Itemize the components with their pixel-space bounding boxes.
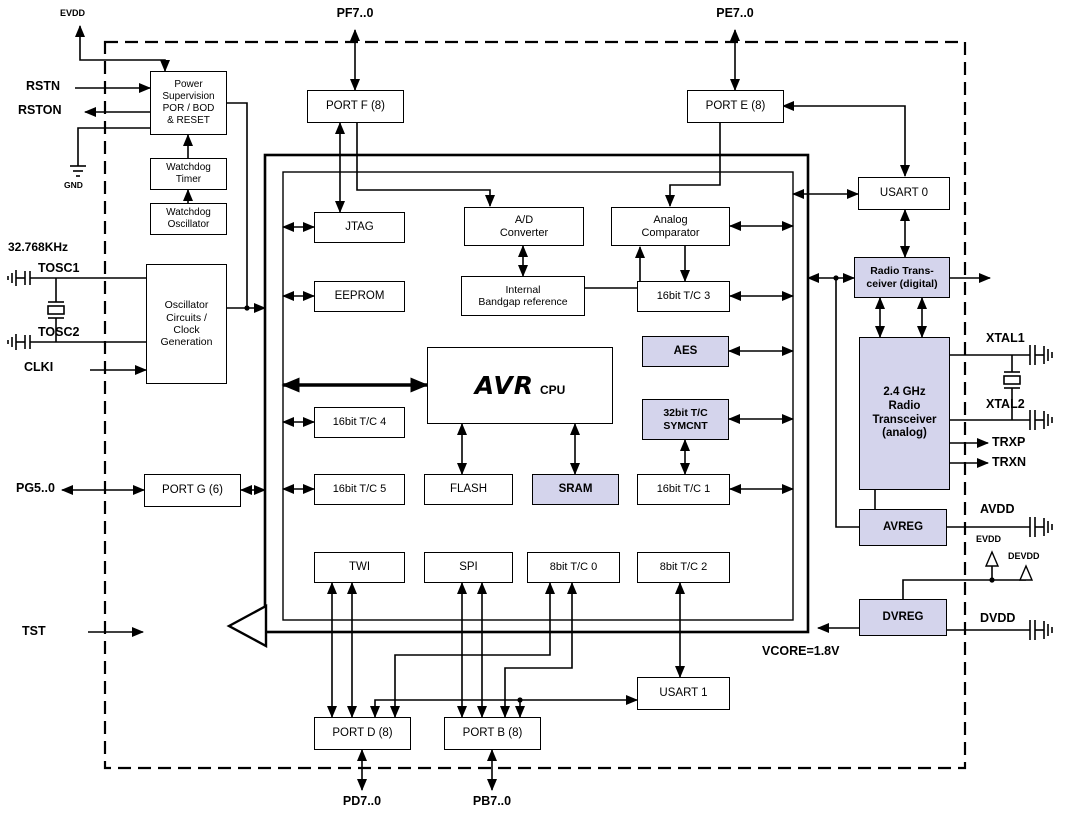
block-power-supervision: Power Supervision POR / BOD & RESET [150,71,227,135]
pin-label-rstn: RSTN [26,79,61,93]
pin-label-xtal2: XTAL2 [986,397,1025,411]
system-boundary-dashed [103,40,967,770]
pin-label-evdd-right: EVDD [976,534,1002,544]
pin-label-pd7-0: PD7..0 [342,794,382,808]
pin-label-clki: CLKI [24,360,54,374]
block-port-f: PORT F (8) [307,90,404,123]
capacitor-ground-tosc1-icon [7,270,31,286]
block-timer-counter-5: 16bit T/C 5 [314,474,405,505]
block-radio-transceiver-analog: 2.4 GHz Radio Transceiver (analog) [859,337,950,490]
block-watchdog-oscillator: Watchdog Oscillator [150,203,227,235]
junction-dots [244,275,995,703]
data-bus-arrow-icon [226,603,268,649]
block-flash: FLASH [424,474,513,505]
block-eeprom: EEPROM [314,281,405,312]
block-symbol-counter: 32bit T/C SYMCNT [642,399,729,440]
pin-label-rston: RSTON [18,103,62,117]
block-dvreg: DVREG [859,599,947,636]
capacitor-ground-dvdd-icon [1029,620,1053,640]
pin-label-pg5-0: PG5..0 [16,481,55,495]
supply-arrow-evdd-icon [984,550,1000,567]
block-timer-counter-4: 16bit T/C 4 [314,407,405,438]
pin-label-evdd-top: EVDD [60,8,86,18]
block-spi: SPI [424,552,513,583]
avr-logo: AVR [474,370,534,400]
block-radio-transceiver-digital: Radio Trans- ceiver (digital) [854,257,950,298]
capacitor-ground-xtal1-icon [1029,345,1053,365]
block-port-g: PORT G (6) [144,474,241,507]
ground-icon [70,165,86,177]
pin-label-pe7-0: PE7..0 [716,6,754,20]
block-aes: AES [642,336,729,367]
block-watchdog-timer: Watchdog Timer [150,158,227,190]
label-vcore: VCORE=1.8V [762,644,840,658]
label-32khz-crystal: 32.768KHz [8,240,69,254]
block-oscillator-circuits: Oscillator Circuits / Clock Generation [146,264,227,384]
capacitor-ground-tosc2-icon [7,334,31,350]
block-usart1: USART 1 [637,677,730,710]
block-twi: TWI [314,552,405,583]
pin-label-pf7-0: PF7..0 [336,6,374,20]
pin-label-avdd: AVDD [980,502,1015,516]
block-port-e: PORT E (8) [687,90,784,123]
block-port-d: PORT D (8) [314,717,411,750]
block-usart0: USART 0 [858,177,950,210]
pin-label-pb7-0: PB7..0 [472,794,512,808]
block-sram: SRAM [532,474,619,505]
pin-label-trxn: TRXN [992,455,1027,469]
block-ad-converter: A/D Converter [464,207,584,246]
block-timer-counter-2: 8bit T/C 2 [637,552,730,583]
block-avreg: AVREG [859,509,947,546]
pin-label-gnd: GND [64,180,83,190]
component-symbols [7,165,1053,640]
block-jtag: JTAG [314,212,405,243]
pin-label-tosc1: TOSC1 [38,261,80,275]
capacitor-ground-xtal2-icon [1029,410,1053,430]
block-avr-cpu: AVR CPU [427,347,613,424]
capacitor-ground-avdd-icon [1029,517,1053,537]
block-timer-counter-3: 16bit T/C 3 [637,281,730,312]
signal-wires [16,25,1030,791]
crystal-rf-icon [1003,371,1021,389]
pin-label-tst: TST [22,624,46,638]
block-bandgap-reference: Internal Bandgap reference [461,276,585,316]
block-analog-comparator: Analog Comparator [611,207,730,246]
pin-label-dvdd: DVDD [980,611,1016,625]
block-port-b: PORT B (8) [444,717,541,750]
pin-label-xtal1: XTAL1 [986,331,1025,345]
block-timer-counter-1: 16bit T/C 1 [637,474,730,505]
block-timer-counter-0: 8bit T/C 0 [527,552,620,583]
crystal-32k-icon [47,301,65,319]
cpu-suffix-label: CPU [539,382,566,397]
pin-label-tosc2: TOSC2 [38,325,80,339]
supply-arrow-devdd-icon [1018,564,1034,581]
pin-label-devdd: DEVDD [1008,551,1040,561]
pin-label-trxp: TRXP [992,435,1026,449]
